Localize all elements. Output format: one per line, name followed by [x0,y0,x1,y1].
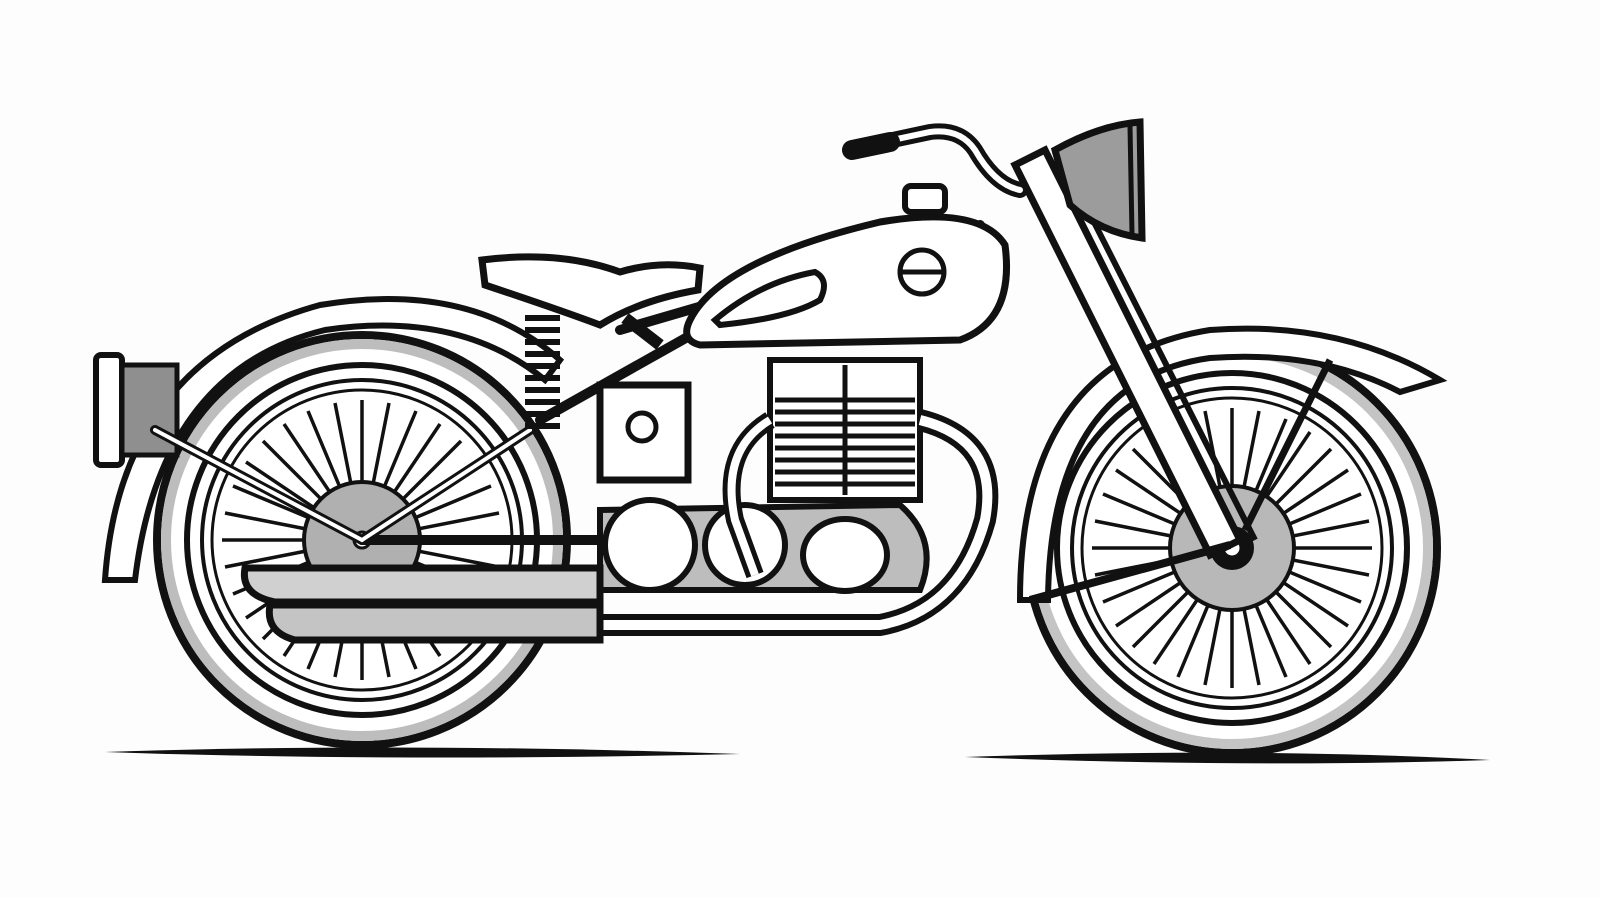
ground-shadow [105,747,1490,764]
tank-badge [897,247,947,297]
headlight [1050,118,1146,243]
fuel-cap [902,183,948,215]
seat-spring [525,315,560,429]
fuel-tank [683,183,1011,349]
engine-cylinders [767,357,923,503]
crankcase-covers [597,497,930,594]
muffler [240,564,604,644]
tool-box [596,381,692,484]
saddle-seat [478,253,704,329]
rear-fender [101,296,565,583]
tail-light [93,352,180,468]
front-fender [1016,325,1448,603]
handlebar [842,123,1028,198]
